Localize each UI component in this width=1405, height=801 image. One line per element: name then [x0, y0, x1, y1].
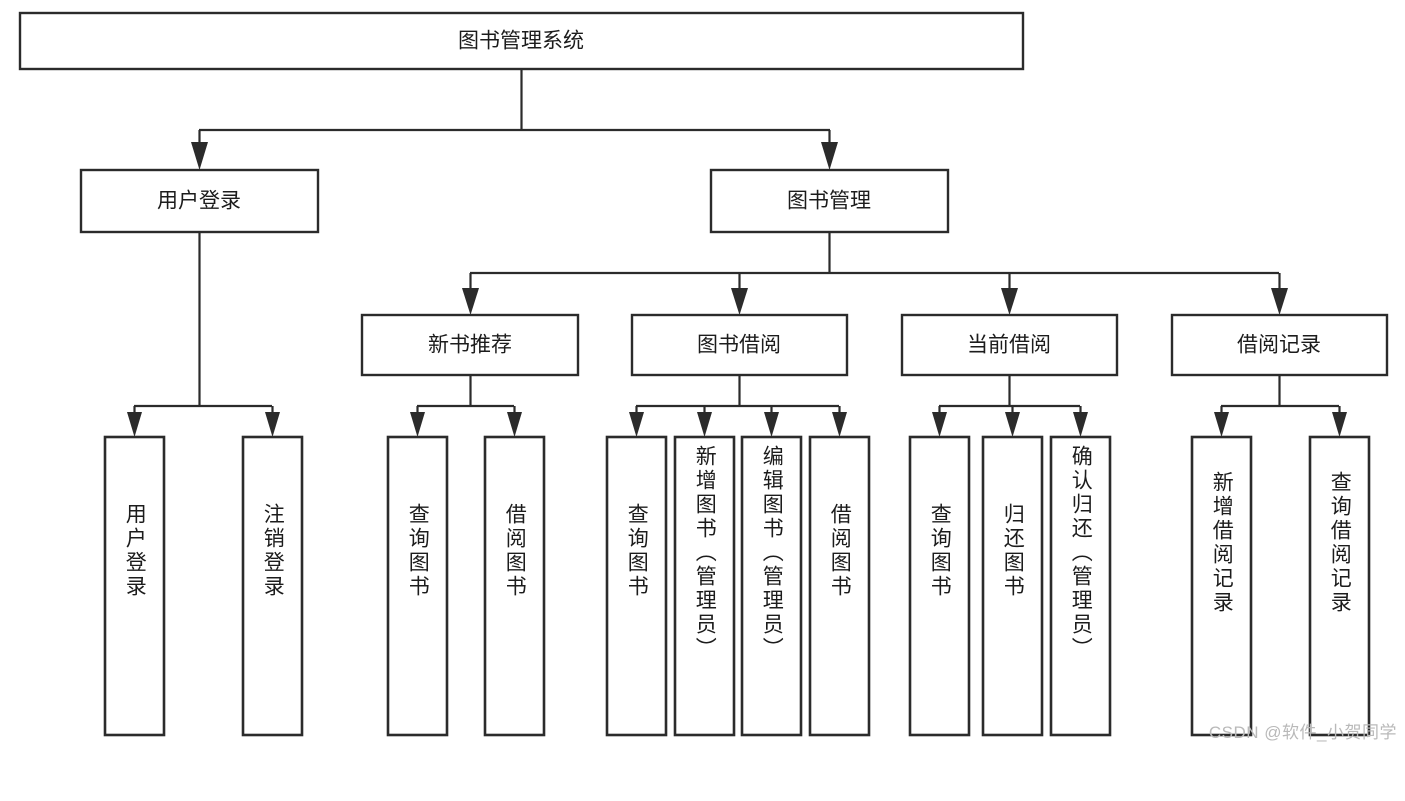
node-current-borrow[interactable]: 当前借阅 [900, 313, 1119, 377]
arrowhead-current-borrow [1001, 288, 1018, 315]
arrowhead-leaf-edit-book [764, 412, 779, 437]
arrowhead-book-borrow [731, 288, 748, 315]
leaf-query-book-2-rect[interactable] [605, 435, 668, 737]
arrowhead-leaf-query-record [1332, 412, 1347, 437]
node-book-borrow-label: 图书借阅 [697, 334, 781, 357]
leaf-edit-book-rect[interactable] [740, 435, 803, 737]
node-book-borrow-rect[interactable] [630, 313, 849, 377]
arrowhead-new-book-rec [462, 288, 479, 315]
arrowhead-leaf-confirm-return [1073, 412, 1088, 437]
leaf-query-book-3-rect[interactable] [908, 435, 971, 737]
node-borrow-record-label: 借阅记录 [1237, 334, 1321, 357]
node-title[interactable]: 图书管理系统 [18, 11, 1025, 71]
node-book-manage-rect[interactable] [709, 168, 950, 234]
node-book-manage-label: 图书管理 [787, 190, 871, 213]
arrowhead-leaf-query-book-3 [932, 412, 947, 437]
leaf-logout-rect[interactable] [241, 435, 304, 737]
leaf-borrow-book-2-rect[interactable] [808, 435, 871, 737]
arrowhead-borrow-record [1271, 288, 1288, 315]
leaf-query-book-1-rect[interactable] [386, 435, 449, 737]
arrowhead-leaf-borrow-book-2 [832, 412, 847, 437]
node-current-borrow-rect[interactable] [900, 313, 1119, 377]
connector-layer [127, 69, 1347, 437]
leaf-query-record-rect[interactable] [1308, 435, 1371, 737]
node-new-book-rec-rect[interactable] [360, 313, 580, 377]
arrowhead-leaf-return-book [1005, 412, 1020, 437]
flowchart-svg: 图书管理系统 用户登录 图书管理 新书推荐 图书借阅 当前 [18, 11, 1389, 737]
node-new-book-rec-label: 新书推荐 [428, 334, 512, 357]
leaf-confirm-return-rect[interactable] [1049, 435, 1112, 737]
leaf-add-book-rect[interactable] [673, 435, 736, 737]
node-user-login[interactable]: 用户登录 [79, 168, 320, 234]
flowchart-canvas: 图书管理系统 用户登录 图书管理 新书推荐 图书借阅 当前 [18, 11, 1397, 742]
arrowhead-leaf-query-book-1 [410, 412, 425, 437]
leaf-user-login-rect[interactable] [103, 435, 166, 737]
node-layer: 图书管理系统 用户登录 图书管理 新书推荐 图书借阅 当前 [18, 11, 1389, 737]
node-book-manage[interactable]: 图书管理 [709, 168, 950, 234]
leaf-return-book-rect[interactable] [981, 435, 1044, 737]
node-current-borrow-label: 当前借阅 [967, 334, 1051, 357]
arrowhead-book-manage [821, 142, 838, 170]
node-new-book-rec[interactable]: 新书推荐 [360, 313, 580, 377]
arrowhead-leaf-borrow-book-1 [507, 412, 522, 437]
csdn-watermark: CSDN @软件_小贺同学 [1208, 723, 1397, 742]
node-borrow-record-rect[interactable] [1170, 313, 1389, 377]
leaf-add-record-rect[interactable] [1190, 435, 1253, 737]
node-book-borrow[interactable]: 图书借阅 [630, 313, 849, 377]
node-user-login-rect[interactable] [79, 168, 320, 234]
arrowhead-leaf-add-book [697, 412, 712, 437]
arrowhead-leaf-query-book-2 [629, 412, 644, 437]
leaf-borrow-book-1-rect[interactable] [483, 435, 546, 737]
arrowhead-user-login [191, 142, 208, 170]
node-borrow-record[interactable]: 借阅记录 [1170, 313, 1389, 377]
arrowhead-leaf-add-record [1214, 412, 1229, 437]
node-user-login-label: 用户登录 [157, 190, 241, 213]
arrowhead-leaf-user-login [127, 412, 142, 437]
node-title-label: 图书管理系统 [458, 30, 584, 53]
arrowhead-leaf-logout [265, 412, 280, 437]
node-title-rect[interactable] [18, 11, 1025, 71]
